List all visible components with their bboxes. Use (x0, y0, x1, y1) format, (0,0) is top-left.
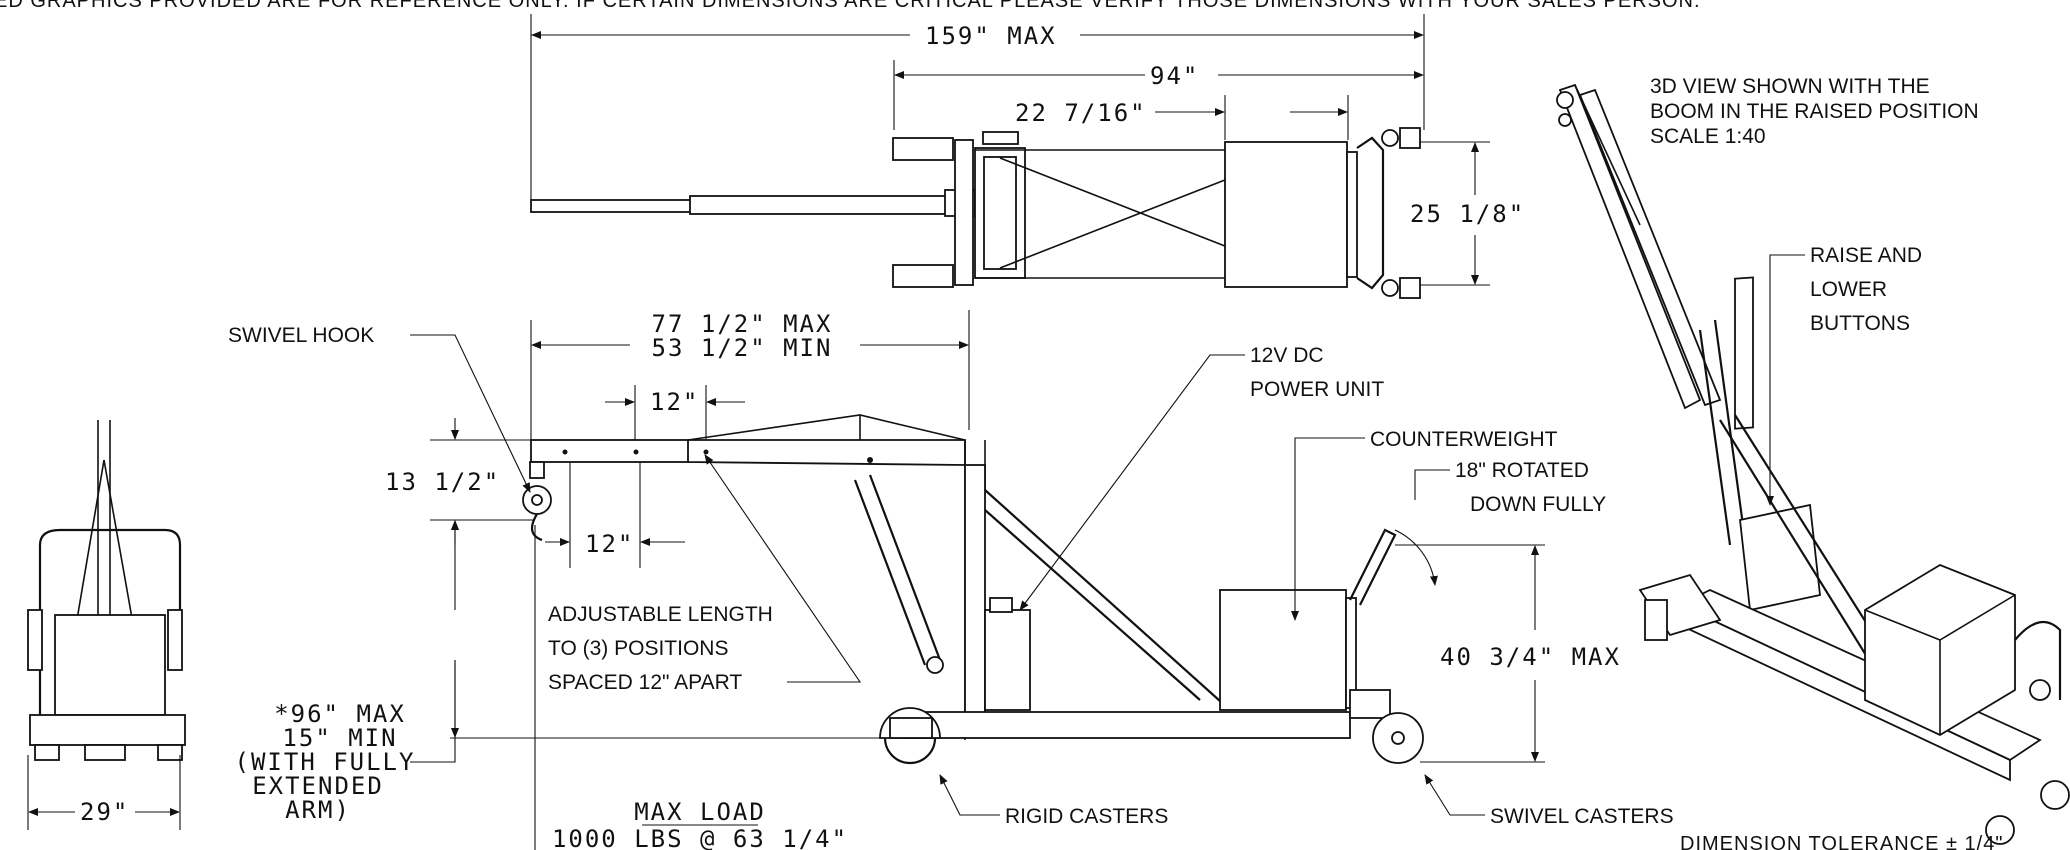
label-rigid-casters: RIGID CASTERS (1005, 805, 1168, 828)
iso-note-3: SCALE 1:40 (1650, 125, 1766, 148)
iso-view: 3D VIEW SHOWN WITH THE BOOM IN THE RAISE… (1556, 75, 2070, 845)
label-buttons-3: BUTTONS (1810, 312, 1910, 335)
label-buttons-1: RAISE AND (1810, 244, 1922, 267)
dim-height-note-3: ARM) (285, 796, 351, 824)
dim-22-7-16: 22 7/16" (1015, 99, 1147, 127)
label-power-1: 12V DC (1250, 344, 1324, 367)
dim-13-half: 13 1/2" (385, 468, 500, 496)
label-adjust-3: SPACED 12" APART (548, 671, 742, 694)
front-view: 29" (27, 420, 186, 830)
max-load-title: MAX LOAD (634, 798, 766, 826)
header-disclaimer: ED GRAPHICS PROVIDED ARE FOR REFERENCE O… (0, 0, 1701, 12)
label-power-2: POWER UNIT (1250, 378, 1384, 401)
label-rotated-1: 18" ROTATED (1455, 459, 1589, 482)
footer-tolerance: DIMENSION TOLERANCE ± 1/4" (1680, 833, 2003, 850)
iso-note-2: BOOM IN THE RAISED POSITION (1650, 100, 1979, 123)
top-view: 159" MAX 94" 22 7/16" 25 1/8" (530, 14, 1525, 299)
dim-height-note-2: EXTENDED (252, 772, 384, 800)
label-swivel-casters: SWIVEL CASTERS (1490, 805, 1674, 828)
label-counterweight: COUNTERWEIGHT (1370, 428, 1558, 451)
label-adjust-2: TO (3) POSITIONS (548, 637, 728, 660)
iso-note-1: 3D VIEW SHOWN WITH THE (1650, 75, 1930, 98)
max-load-value: 1000 LBS @ 63 1/4" (552, 825, 848, 850)
label-swivel-hook: SWIVEL HOOK (228, 324, 374, 347)
dim-40-3-4: 40 3/4" MAX (1440, 643, 1621, 671)
dim-29: 29" (80, 798, 129, 826)
label-rotated-2: DOWN FULLY (1470, 493, 1606, 516)
label-buttons-2: LOWER (1810, 278, 1887, 301)
label-adjust-1: ADJUSTABLE LENGTH (548, 603, 773, 626)
dim-overall-length: 159" MAX (925, 22, 1057, 50)
side-view: 77 1/2" MAX 53 1/2" MIN 12" 12" 13 1/2" … (228, 310, 1674, 850)
dim-12-top: 12" (650, 388, 699, 416)
dim-width-25: 25 1/8" (1410, 200, 1525, 228)
dim-boom-max: 77 1/2" MAX (652, 310, 833, 338)
dim-boom-min: 53 1/2" MIN (652, 334, 833, 362)
dim-height-note-1: (WITH FULLY (235, 748, 416, 776)
dim-height-96: *96" MAX (274, 700, 406, 728)
dim-height-15: 15" MIN (282, 724, 397, 752)
dim-94: 94" (1150, 62, 1199, 90)
dim-12-bottom: 12" (585, 530, 634, 558)
